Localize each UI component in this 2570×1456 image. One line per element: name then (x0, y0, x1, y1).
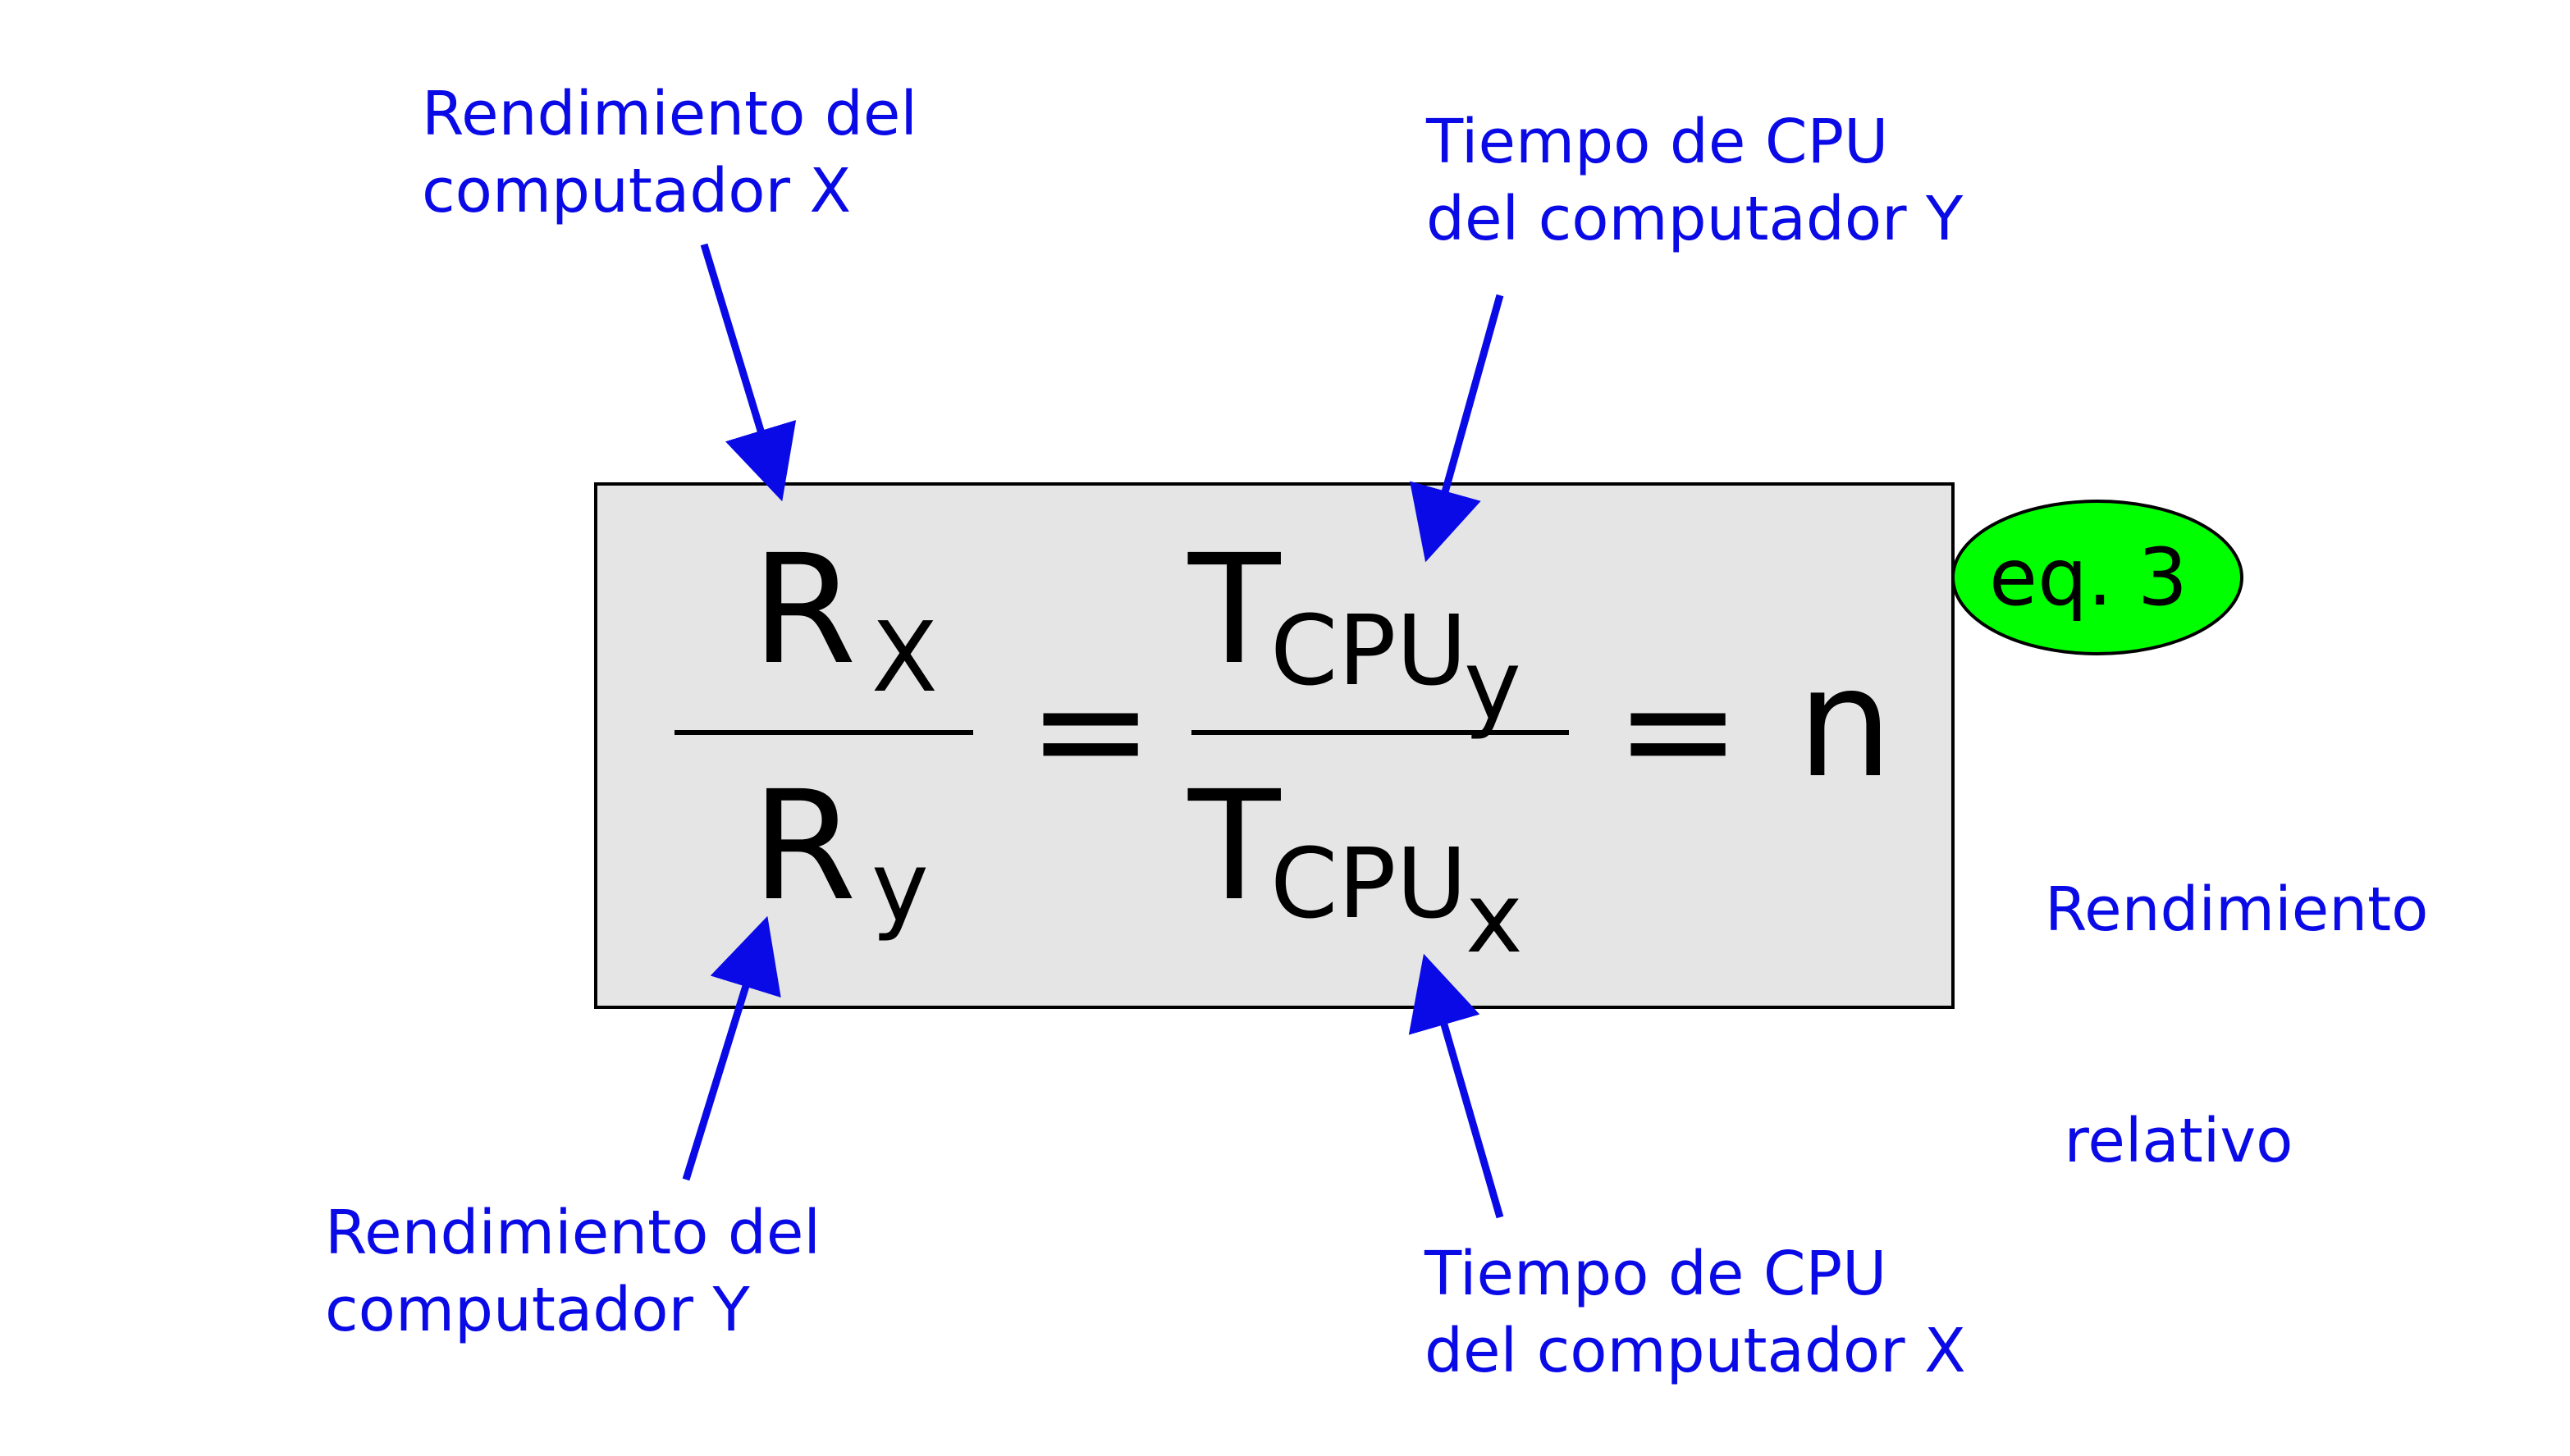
label-performance-x: Rendimiento del computador X (422, 79, 917, 226)
subscript-x: X (871, 600, 938, 714)
equals-sign-2: = (1615, 642, 1742, 818)
arrow-tcpu-y (1410, 294, 1504, 563)
symbol-t-cpu-x: T (1188, 759, 1281, 934)
label-relative-performance: Rendimiento relativo (2045, 874, 2429, 1176)
subscript-cpu-x: CPU (1270, 827, 1467, 940)
symbol-t-cpu-y: T (1188, 523, 1281, 698)
arrow-ry (682, 915, 781, 1181)
symbol-r-x: R (752, 523, 857, 698)
subsubscript-y: y (1464, 628, 1521, 742)
label-performance-y: Rendimiento del computador Y (325, 1198, 821, 1345)
result-n: n (1797, 636, 1893, 811)
equation-tag-ellipse (1951, 500, 2243, 655)
symbol-r-y: R (752, 759, 857, 934)
subscript-cpu-y: CPU (1270, 594, 1467, 707)
subsubscript-x: x (1466, 861, 1523, 974)
label-cpu-time-y: Tiempo de CPU del computador Y (1426, 107, 1964, 254)
label-cpu-time-x: Tiempo de CPU del computador X (1424, 1239, 1966, 1386)
subscript-y: y (871, 830, 929, 943)
formula-box (594, 482, 1955, 1009)
equals-sign-1: = (1027, 642, 1155, 818)
arrow-tcpu-x (1408, 953, 1504, 1219)
equation-tag-label: eq. 3 (1989, 532, 2188, 623)
arrow-rx (700, 243, 797, 502)
